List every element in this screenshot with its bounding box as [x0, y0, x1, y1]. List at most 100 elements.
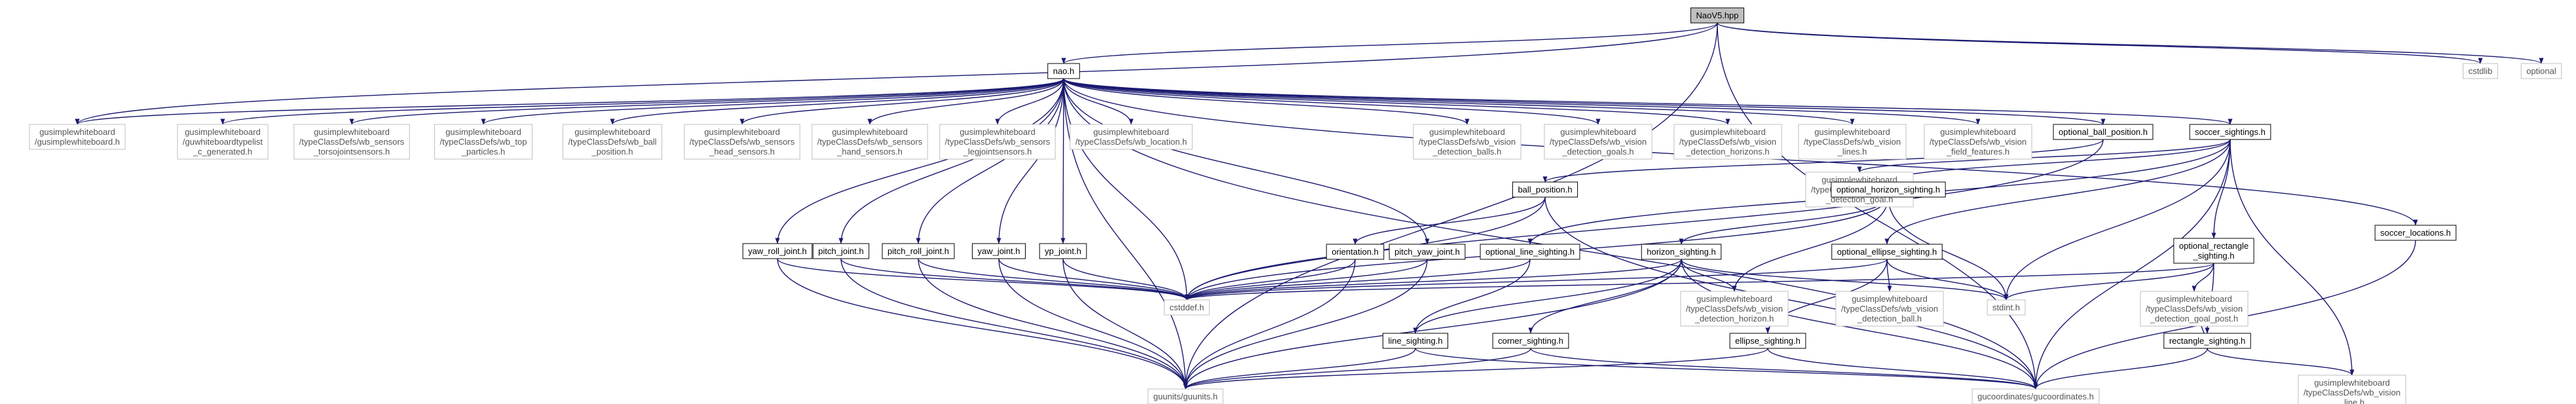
node-label: /typeClassDefs/wb_vision: [1550, 137, 1647, 147]
node-yaw[interactable]: yaw_joint.h: [971, 243, 1026, 259]
node-label: stdint.h: [1992, 303, 2020, 312]
node-yp[interactable]: yp_joint.h: [1039, 243, 1087, 259]
edge-root-to-guunits: [1183, 22, 1718, 390]
node-box: [812, 124, 928, 160]
node-label: pitch_yaw_joint.h: [1394, 247, 1460, 257]
node-label: cstdlib: [2469, 66, 2493, 76]
node-box: [1831, 181, 1946, 198]
node-label: gusimplewhiteboard: [960, 127, 1036, 137]
node-horizon[interactable]: horizon_sighting.h: [1641, 244, 1722, 260]
node-optrect[interactable]: optional_rectangle_sighting.h: [2173, 238, 2254, 264]
node-label: _field_features.h: [1946, 147, 2009, 156]
node-nao[interactable]: nao.h: [1047, 63, 1080, 79]
edge-optrect-to-goalpost: [2192, 263, 2214, 292]
edge-corner-to-guunits: [1183, 348, 1531, 390]
node-box: [2140, 291, 2249, 327]
node-yawroll[interactable]: yaw_roll_joint.h: [742, 243, 813, 259]
node-label: optional_horizon_sighting.h: [1837, 185, 1940, 194]
node-box: [812, 243, 870, 259]
node-pitch[interactable]: pitch_joint.h: [812, 243, 870, 259]
node-lineh[interactable]: line_sighting.h: [1382, 333, 1449, 349]
node-label: /gusimplewhiteboard.h: [35, 137, 120, 147]
node-label: gusimplewhiteboard: [39, 127, 115, 137]
node-label: /typeClassDefs/wb_sensors: [690, 137, 795, 147]
edge-opthoriz-to-dethoriz: [1732, 196, 1889, 292]
node-label: gusimplewhiteboard: [185, 127, 261, 137]
edge-ellipse-to-gucoord: [1767, 348, 2038, 390]
node-label: _lines.h: [1837, 147, 1867, 156]
node-soccer[interactable]: soccer_sightings.h: [2189, 124, 2271, 140]
node-soccerloc[interactable]: soccer_locations.h: [2374, 225, 2457, 241]
node-guunits: guunits/guunits.h: [1148, 388, 1223, 404]
node-label: gusimplewhiteboard: [314, 127, 390, 137]
node-label: _c_generated.h: [193, 147, 252, 156]
edge-yawroll-to-guunits: [777, 258, 1188, 390]
node-optline[interactable]: optional_line_sighting.h: [1480, 244, 1580, 260]
edge-soccer-to-detgoal: [1857, 139, 2231, 173]
node-box: [1641, 244, 1722, 260]
node-label: _torsojointsensors.h: [313, 147, 390, 156]
edge-nao-to-yawroll: [775, 78, 1064, 244]
node-optellipse[interactable]: optional_ellipse_sighting.h: [1831, 244, 1943, 260]
node-label: _detection_goals.h: [1561, 147, 1633, 156]
node-box: [1480, 244, 1580, 260]
node-gusimplewb: gusimplewhiteboard/gusimplewhiteboard.h: [29, 124, 126, 150]
edge-nao-to-location: [1063, 78, 1134, 125]
edge-horizon-to-guunits: [1183, 259, 1682, 390]
node-box: [882, 243, 955, 259]
node-pitchyaw[interactable]: pitch_yaw_joint.h: [1389, 244, 1466, 260]
edge-pitchroll-to-guunits: [918, 258, 1188, 390]
node-label: _detection_horizons.h: [1685, 147, 1769, 156]
edge-rect-to-gucoord: [2033, 348, 2208, 390]
node-torso: gusimplewhiteboard/typeClassDefs/wb_sens…: [293, 124, 410, 160]
node-box: [1413, 124, 1521, 160]
edge-root-to-gusimplewb: [75, 22, 1718, 125]
edge-nao-to-yp: [1060, 78, 1066, 244]
node-box: [29, 124, 126, 150]
node-ellipse[interactable]: ellipse_sighting.h: [1729, 333, 1806, 349]
node-label: _detection_goal_post.h: [2150, 314, 2238, 323]
node-label: /typeClassDefs/wb_vision: [2304, 388, 2400, 397]
node-label: optional_ball_position.h: [2059, 127, 2148, 137]
node-label: /typeClassDefs/wb_sensors: [945, 137, 1051, 147]
node-opthoriz[interactable]: optional_horizon_sighting.h: [1831, 181, 1946, 198]
edge-nao-to-pitchyaw: [1063, 78, 1430, 245]
node-stdint: stdint.h: [1987, 299, 2026, 316]
node-corner[interactable]: corner_sighting.h: [1492, 333, 1569, 349]
node-box: [1382, 333, 1449, 349]
node-label: /typeClassDefs/wb_vision: [1930, 137, 2026, 147]
node-label: line_sighting.h: [1388, 336, 1442, 346]
edge-lineh-to-gucoord: [1415, 348, 2038, 390]
node-gucoord: gucoordinates/gucoordinates.h: [1971, 388, 2100, 404]
node-box: [434, 124, 532, 160]
edge-nao-to-headsens: [739, 78, 1064, 125]
edge-nao-to-legjoint: [995, 78, 1064, 125]
node-label: gusimplewhiteboard: [1560, 127, 1636, 137]
node-optball[interactable]: optional_ball_position.h: [2053, 124, 2154, 140]
node-rect[interactable]: rectangle_sighting.h: [2163, 333, 2251, 349]
node-box: [2463, 63, 2498, 79]
edge-ellipse-to-guunits: [1183, 348, 1768, 390]
node-label: _detection_horizon.h: [1694, 314, 1774, 323]
node-label: gusimplewhiteboard: [1690, 127, 1766, 137]
node-pitchroll[interactable]: pitch_roll_joint.h: [882, 243, 955, 259]
edge-corner-to-gucoord: [1530, 348, 2038, 390]
edge-pitch-to-guunits: [840, 258, 1188, 390]
edge-nao-to-field: [1063, 78, 1981, 125]
node-label: _hand_sensors.h: [836, 147, 903, 156]
node-label: /guwhiteboardtypelist: [183, 137, 263, 147]
node-box: [1680, 291, 1789, 327]
node-label: cstddef.h: [1170, 303, 1204, 312]
node-label: gusimplewhiteboard: [704, 127, 780, 137]
node-label: rectangle_sighting.h: [2169, 336, 2245, 346]
node-label: _detection_balls.h: [1432, 147, 1502, 156]
node-ballposh[interactable]: ball_position.h: [1512, 181, 1578, 198]
node-root[interactable]: NaoV5.hpp: [1690, 7, 1745, 24]
edge-ballposh-to-gucoord: [1544, 196, 2038, 390]
edge-pitchyaw-to-guunits: [1183, 259, 1428, 390]
node-orientation[interactable]: orientation.h: [1326, 244, 1385, 260]
edge-nao-to-handsens: [867, 78, 1064, 125]
node-goalpost: gusimplewhiteboard/typeClassDefs/wb_visi…: [2140, 291, 2249, 327]
edge-nao-to-horizons: [1063, 78, 1730, 125]
